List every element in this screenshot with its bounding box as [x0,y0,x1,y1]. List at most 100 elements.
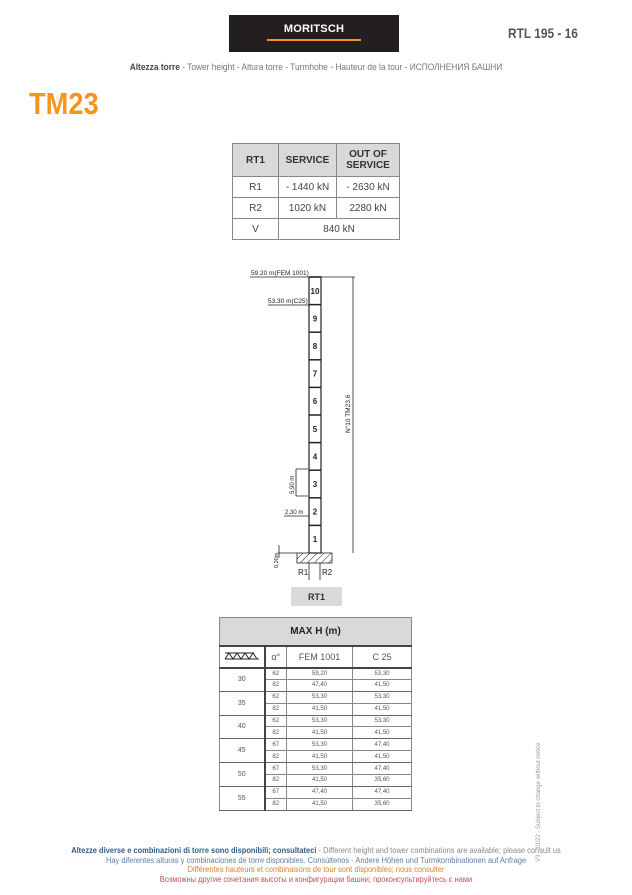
segment-number: 2 [313,508,318,517]
cell-c25: 53,30 [352,690,412,704]
col-c25: C 25 [352,645,412,669]
cell-alpha: 62 [264,667,287,680]
cell-c25: 47,40 [352,738,412,752]
cell-fem1001: 41,50 [286,726,353,740]
jib-length: 30 [219,667,266,692]
cell-alpha: 62 [264,714,287,728]
cell-alpha: 82 [264,797,287,811]
cell-alpha: 82 [264,702,287,716]
cell-alpha: 82 [264,750,287,764]
jib-length: 55 [219,785,266,811]
cell-alpha: 67 [264,738,287,752]
cell-c25: 47,40 [352,785,412,799]
base-name: RT1 [308,592,325,602]
segment-number: 9 [313,314,318,323]
footer-line-4: Возможны другие сочетания высоты и конфи… [159,873,473,884]
cell-fem1001: 53,30 [286,738,353,752]
version-note: V3 - 10/22 - Subject to change without n… [536,742,542,862]
cell-c25: 35,60 [352,797,412,811]
subtitle: Altezza torre - Tower height - Altura to… [38,62,594,73]
segment-number: 1 [313,535,318,544]
segment-number: 7 [313,370,318,379]
jib-length: 40 [219,714,266,740]
segment-number: 6 [313,397,318,406]
section-dimension [295,468,308,497]
cell-fem1001: 41,50 [286,750,353,764]
segment-number: 5 [313,425,318,434]
cell-fem1001: 47,40 [286,678,353,692]
subtitle-rest: - Tower height - Altura torre - Turmhohe… [179,62,503,73]
jib-length: 50 [219,762,266,787]
r1-label: R1 [298,568,309,577]
cell-fem1001: 41,50 [286,702,353,716]
model-title: TM23 [29,86,99,121]
top-height-label: 59.20 m(FEM 1001) [251,270,309,277]
cell-alpha: 62 [264,690,287,704]
product-code: RTL 195 - 16 [508,25,578,41]
base-name-box [291,587,342,606]
jib-length: 45 [219,738,266,764]
logo-underline [267,39,361,41]
cell-alpha: 67 [264,762,287,776]
col-fem1001: FEM 1001 [286,645,353,669]
cell: 840 kN [278,218,400,240]
cell-fem1001: 53,30 [286,690,353,704]
base-label: 0,20m [274,552,280,568]
cell-fem1001: 59,20 [286,667,353,680]
col-out-of-service: OUT OF SERVICE [336,143,400,177]
segment-number: 10 [311,287,320,296]
jib-length: 35 [219,690,266,716]
c25-height-label: 53.30 m(C25) [268,298,308,305]
section-label: 5,90 m [290,476,296,494]
dimension-label: N°10 TM23.6 [344,394,352,433]
cell-alpha: 82 [264,726,287,740]
cell-fem1001: 53,30 [286,714,353,728]
cell-alpha: 67 [264,785,287,799]
first-section-label: 2,30 m [285,510,303,516]
moritsch-logo: MORITSCH [229,15,399,52]
segment-number: 8 [313,342,318,351]
footer-line-2: Hay diferentes alturas y combinaciones d… [105,854,527,865]
r2-label: R2 [322,568,333,577]
cell-c25: 41,50 [352,702,412,716]
cell-c25: 47,40 [352,762,412,776]
cell-fem1001: 53,30 [286,762,353,776]
cell-c25: 53,30 [352,667,412,680]
cell-c25: 41,50 [352,750,412,764]
subtitle-bold: Altezza torre [129,62,180,73]
segment-number: 4 [313,452,318,461]
cell-alpha: 82 [264,774,287,787]
foundation-block [296,552,333,564]
footer-line-3: Différentes hauteurs et combinaisons de … [187,864,445,875]
cell-c25: 35,60 [352,774,412,787]
cell-fem1001: 41,50 [286,774,353,787]
cell-c25: 41,50 [352,726,412,740]
logo-text: MORITSCH [283,23,345,35]
jib-icon [219,645,266,669]
cell-fem1001: 41,50 [286,797,353,811]
footer-line-1: - Different height and tower combination… [316,845,561,855]
col-alpha: α° [264,645,287,669]
max-height-title: MAX H (m) [219,617,412,647]
cell-alpha: 82 [264,678,287,692]
cell-c25: 53,30 [352,714,412,728]
footer-line-1-bold: Altezze diverse e combinazioni di torre … [71,845,317,855]
cell-fem1001: 47,40 [286,785,353,799]
footer-note: Altezze diverse e combinazioni di torre … [32,845,601,884]
cell-c25: 41,50 [352,678,412,692]
